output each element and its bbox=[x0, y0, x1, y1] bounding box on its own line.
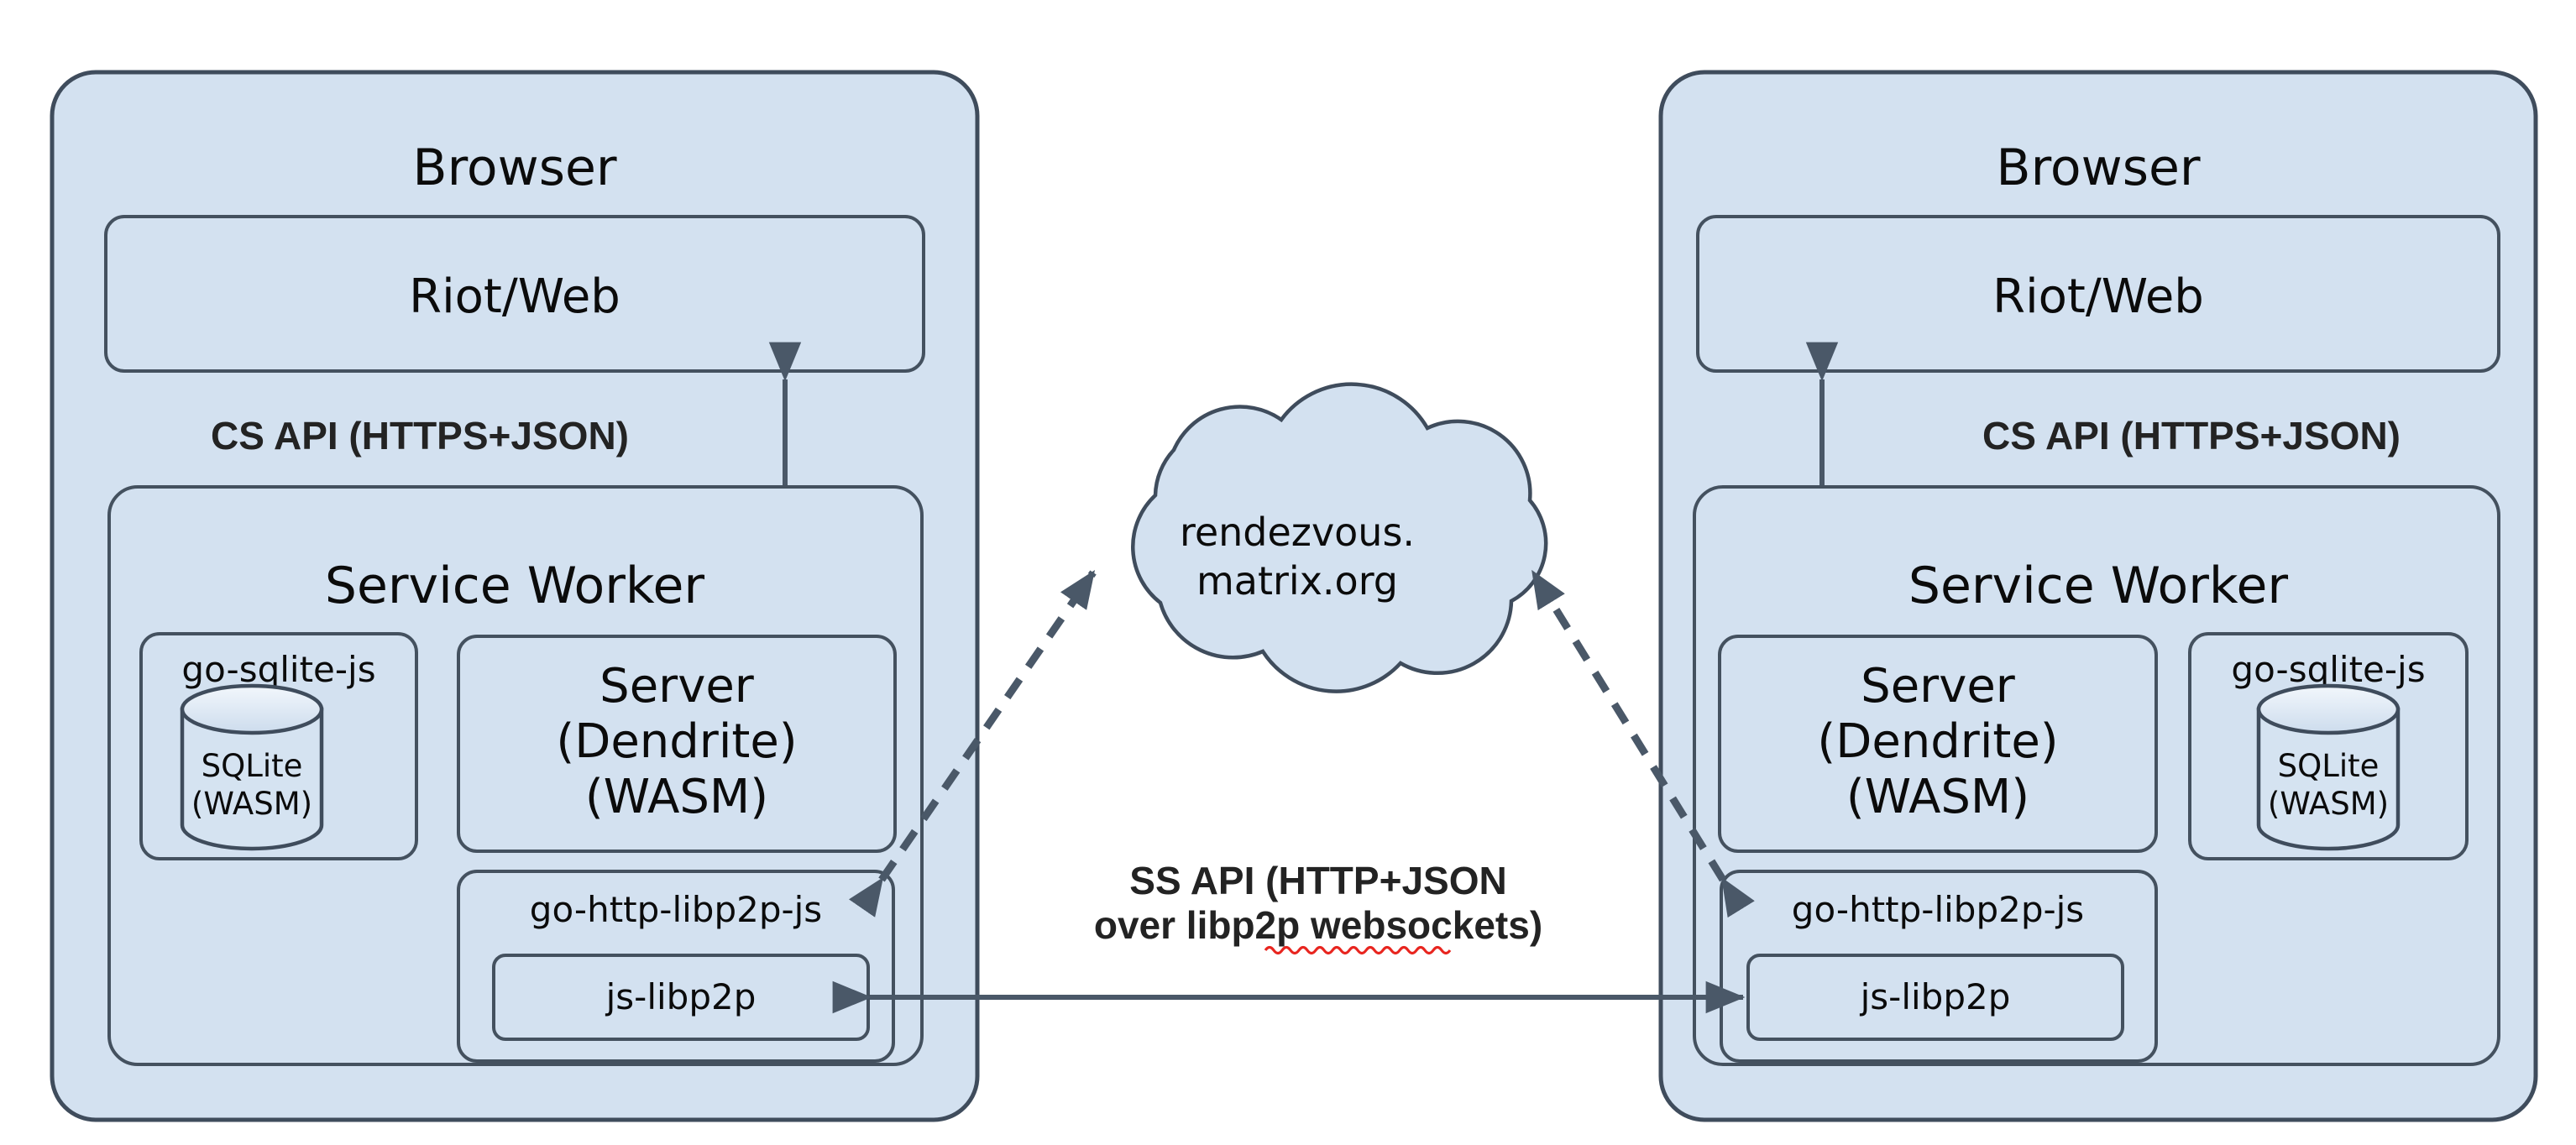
right-browser-title: Browser bbox=[1996, 139, 2200, 197]
right-go-sqlite-js-box: go-sqlite-js SQLite (WASM) bbox=[2188, 632, 2469, 860]
ss-api-label-line2: over libp2p websockets) bbox=[1094, 903, 1542, 947]
cloud-line2: matrix.org bbox=[1196, 558, 1398, 604]
right-sqlite-line1: SQLite bbox=[2278, 748, 2380, 784]
left-go-http-libp2p-js-box: go-http-libp2p-js js-libp2p bbox=[457, 870, 895, 1063]
left-cloud-dashed-arrow bbox=[848, 570, 1097, 918]
right-server-line3: (WASM) bbox=[1846, 770, 2029, 824]
right-sqlite-cylinder-top bbox=[2256, 683, 2401, 735]
right-go-http-libp2p-js-label: go-http-libp2p-js bbox=[1792, 889, 2084, 930]
right-cs-api-label: CS API (HTTPS+JSON) bbox=[1982, 414, 2401, 457]
ss-api-line2-misspelled-word: websockets bbox=[1310, 903, 1530, 947]
left-service-worker-title: Service Worker bbox=[325, 557, 705, 615]
right-go-sqlite-js-label: go-sqlite-js bbox=[2231, 649, 2425, 690]
right-js-libp2p-label: js-libp2p bbox=[1860, 976, 2011, 1017]
left-riot-web-frame bbox=[104, 215, 925, 373]
spellcheck-squiggle-underline bbox=[1264, 945, 1452, 955]
rendezvous-cloud: rendezvous. matrix.org bbox=[1131, 382, 1548, 693]
right-server-dendrite-box: Server (Dendrite) (WASM) bbox=[1718, 635, 2158, 853]
left-go-sqlite-js-box: go-sqlite-js SQLite (WASM) bbox=[139, 632, 418, 860]
left-server-line3: (WASM) bbox=[585, 770, 768, 824]
left-service-worker-box: Service Worker go-sqlite-js SQLite (WASM… bbox=[107, 485, 924, 1066]
ss-api-label: SS API (HTTP+JSON over libp2p websockets… bbox=[1094, 859, 1542, 955]
ss-api-label-line1: SS API (HTTP+JSON bbox=[1129, 859, 1506, 902]
ss-api-line2-prefix: over libp2p bbox=[1094, 903, 1311, 947]
right-riot-web-box: Riot/Web bbox=[1696, 215, 2500, 373]
left-sqlite-cylinder-body bbox=[180, 707, 324, 851]
left-cs-api-label: CS API (HTTPS+JSON) bbox=[211, 414, 629, 457]
right-sqlite-cylinder-body bbox=[2256, 707, 2401, 851]
left-sqlite-line1: SQLite bbox=[202, 748, 303, 784]
right-go-http-libp2p-js-box: go-http-libp2p-js js-libp2p bbox=[1720, 870, 2158, 1063]
right-service-worker-box: Service Worker Server (Dendrite) (WASM) … bbox=[1693, 485, 2500, 1066]
left-riot-web-box: Riot/Web bbox=[104, 215, 925, 373]
right-service-worker-title: Service Worker bbox=[1908, 557, 2289, 615]
left-sqlite-cylinder-icon bbox=[180, 683, 324, 851]
left-browser-title: Browser bbox=[412, 139, 616, 197]
cloud-shape bbox=[1131, 382, 1548, 693]
left-server-dendrite-box: Server (Dendrite) (WASM) bbox=[457, 635, 897, 853]
right-server-line2: (Dendrite) bbox=[1817, 714, 2058, 769]
left-go-http-libp2p-js-label: go-http-libp2p-js bbox=[530, 889, 822, 930]
right-browser-panel: Browser Riot/Web CS API (HTTPS+JSON) Ser… bbox=[1658, 70, 2538, 1122]
left-go-sqlite-js-label: go-sqlite-js bbox=[181, 649, 375, 690]
left-server-line2: (Dendrite) bbox=[556, 714, 797, 769]
right-riot-web-frame bbox=[1696, 215, 2500, 373]
right-cloud-dashed-arrow bbox=[1530, 569, 1755, 918]
right-riot-web-label: Riot/Web bbox=[1992, 269, 2204, 324]
ss-api-line2-suffix: ) bbox=[1530, 903, 1542, 947]
left-riot-web-label: Riot/Web bbox=[409, 269, 620, 324]
right-sqlite-cylinder-icon bbox=[2256, 683, 2401, 851]
right-sqlite-line2: (WASM) bbox=[2268, 786, 2389, 822]
left-server-line1: Server bbox=[599, 659, 755, 714]
cloud-line1: rendezvous. bbox=[1180, 510, 1415, 555]
left-browser-panel: Browser Riot/Web CS API (HTTPS+JSON) Ser… bbox=[50, 70, 980, 1122]
right-js-libp2p-frame bbox=[1746, 954, 2124, 1041]
left-js-libp2p-label: js-libp2p bbox=[605, 976, 757, 1017]
left-sqlite-line2: (WASM) bbox=[191, 786, 312, 822]
right-server-line1: Server bbox=[1861, 659, 2016, 714]
left-sqlite-cylinder-top bbox=[180, 683, 324, 735]
